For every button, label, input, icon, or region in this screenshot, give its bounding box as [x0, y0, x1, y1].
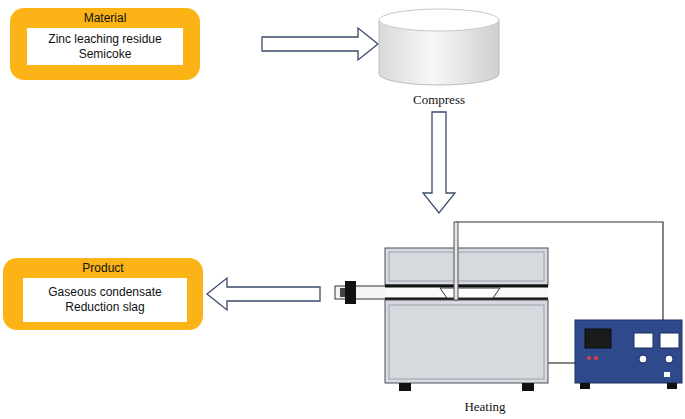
node-text: Heating — [425, 399, 545, 414]
tube-furnace: Heating — [325, 215, 550, 419]
node-text: Gaseous condensate — [48, 285, 161, 300]
block-arrow — [207, 278, 320, 310]
node-text: Product — [3, 261, 203, 276]
power-wire — [548, 362, 575, 363]
pellet-cylinder: Compress — [378, 8, 500, 108]
block-arrow — [262, 28, 378, 60]
node-text: Compress — [378, 92, 500, 107]
node-text: Zinc leaching residue — [48, 32, 161, 47]
stage-box: MaterialZinc leaching residueSemicoke — [10, 8, 200, 80]
content-box: Gaseous condensateReduction slag — [23, 278, 187, 322]
block-arrow — [423, 112, 455, 213]
stage-box: ProductGaseous condensateReduction slag — [3, 258, 203, 330]
cylinder-shape — [378, 8, 500, 88]
node-text: Material — [10, 11, 200, 26]
temperature-controller — [575, 320, 682, 389]
furnace-illustration — [325, 215, 550, 419]
content-box: Zinc leaching residueSemicoke — [27, 28, 183, 65]
node-text: Semicoke — [79, 47, 132, 62]
node-text: Reduction slag — [65, 300, 144, 315]
